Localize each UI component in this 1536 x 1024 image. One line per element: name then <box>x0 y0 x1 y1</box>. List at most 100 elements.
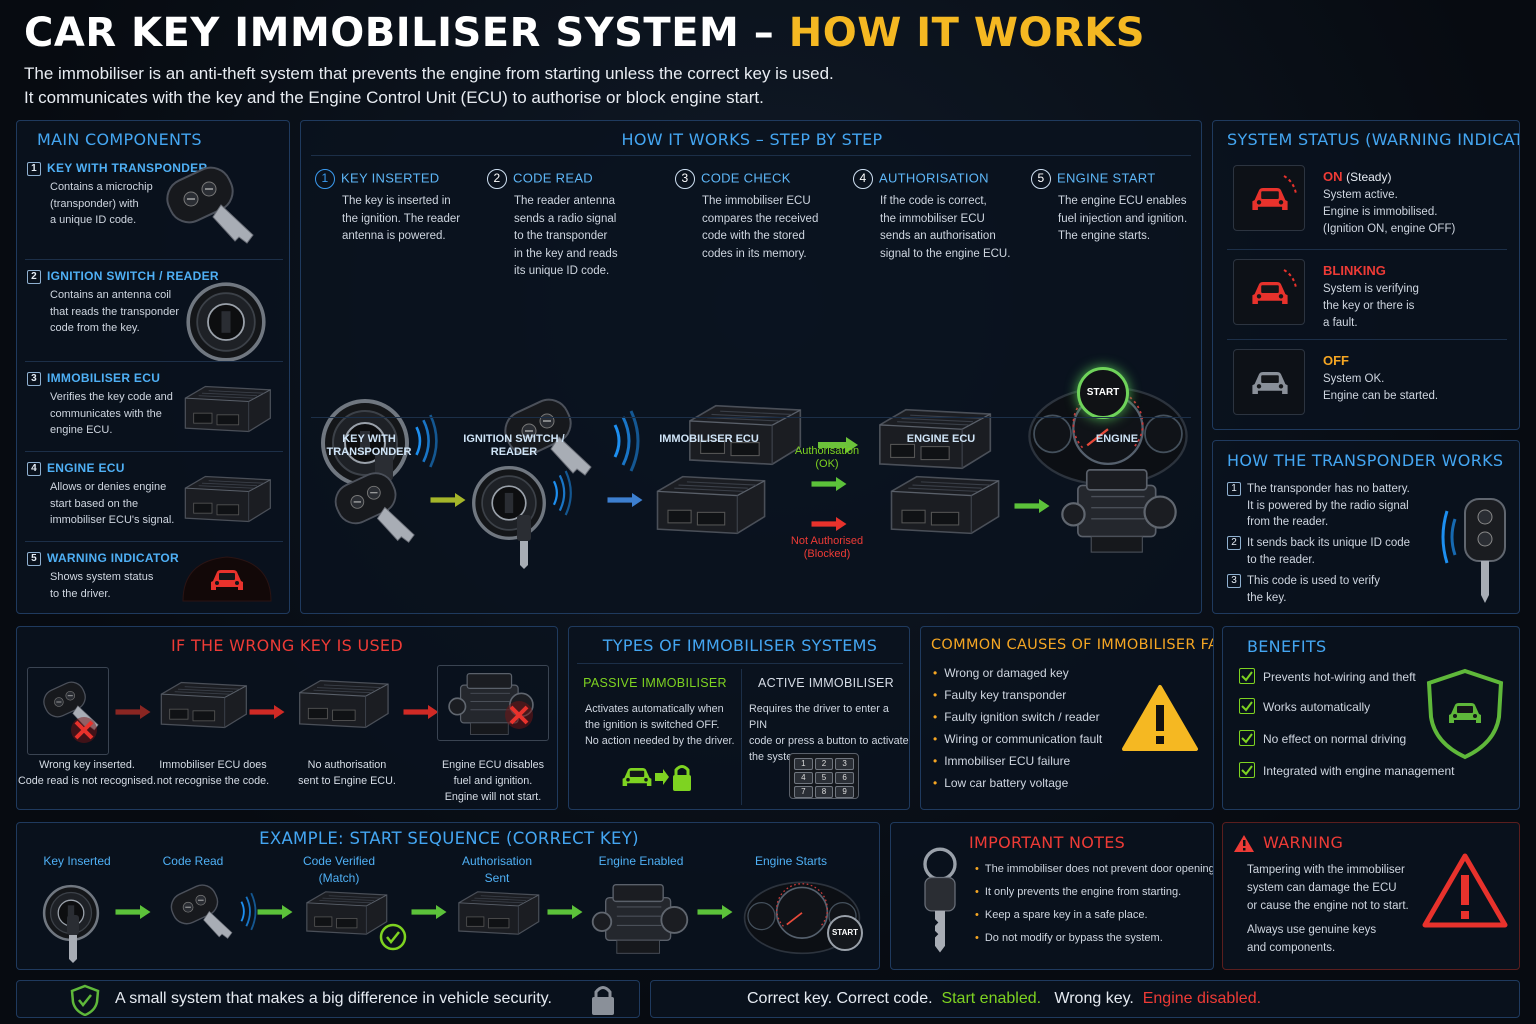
flow-arrow-3 <box>1014 499 1050 513</box>
keypad-key: 6 <box>835 772 854 784</box>
component-label: 1 KEY WITH TRANSPONDER <box>27 161 207 176</box>
types-heading: TYPES OF IMMOBILISER SYSTEMS <box>602 636 878 655</box>
seq-arrow-3 <box>411 905 447 919</box>
text-line: sends a radio signal <box>514 212 617 225</box>
text-line: Code Read <box>162 854 224 868</box>
text-line: System is verifying <box>1323 283 1419 295</box>
footer-tagline: A small system that makes a big differen… <box>115 990 552 1007</box>
text-line: the ignition is switched OFF. <box>585 719 720 731</box>
fault-item: •Wrong or damaged key <box>933 665 1069 682</box>
status-state-extra: (Steady) <box>1346 170 1392 184</box>
text-line: code with the stored <box>702 230 805 242</box>
text-line: Authorisation <box>461 854 533 868</box>
text-line: the key. <box>1247 591 1287 604</box>
fault-text: Low car battery voltage <box>944 776 1069 790</box>
active-immobiliser-label: ACTIVE IMMOBILISER <box>758 676 894 690</box>
seq-arrow-1 <box>115 905 151 919</box>
text-line: (Match) <box>318 871 360 885</box>
key-transponder-icon <box>137 165 277 255</box>
sequence-step-label: Code Verified (Match) <box>269 853 409 887</box>
text-line: a unique ID code. <box>50 214 137 226</box>
text-line: a fault. <box>1323 317 1358 329</box>
note-text: Keep a spare key in a safe place. <box>984 909 1148 921</box>
text-line: No authorisation <box>307 759 387 771</box>
start-sequence-heading: EXAMPLE: START SEQUENCE (CORRECT KEY) <box>259 829 639 848</box>
note-bullet: • <box>975 886 979 898</box>
component-title: KEY WITH TRANSPONDER <box>47 161 208 175</box>
fault-item: •Low car battery voltage <box>933 775 1068 792</box>
flow-key-label: KEY WITH <box>342 433 396 445</box>
text-line: Contains a microchip <box>50 181 153 193</box>
status-state: ON (Steady) <box>1323 169 1391 184</box>
keypad-key: 5 <box>814 772 834 784</box>
note-bullet: • <box>975 932 979 944</box>
seq-start-button[interactable]: START <box>827 915 863 951</box>
transponder-step-number: 3 <box>1227 574 1241 588</box>
text-line: Engine can be started. <box>1323 390 1439 402</box>
flow-arrow-2 <box>607 493 643 507</box>
text-line: Wrong key inserted. <box>39 759 135 771</box>
keypad-key: 7 <box>794 786 813 798</box>
benefit-text: Works automatically <box>1263 700 1371 714</box>
keypad-key: 4 <box>794 772 813 784</box>
text-line: Engine is immobilised. <box>1323 206 1438 218</box>
main-components-heading: MAIN COMPONENTS <box>37 130 202 149</box>
component-title: ENGINE ECU <box>47 461 125 475</box>
text-line: signal to the engine ECU. <box>880 247 1011 260</box>
fault-bullet: • <box>933 732 938 746</box>
wrong-arrow-3 <box>403 705 439 719</box>
text-line: in the key and reads <box>514 247 618 260</box>
seq-arrow-4 <box>547 905 583 919</box>
text-line: from the reader. <box>1247 516 1329 528</box>
text-line: fuel injection and ignition. <box>1058 212 1188 225</box>
ok-arrow <box>811 477 847 491</box>
text-line: its unique ID code. <box>514 265 610 277</box>
benefits-heading: BENEFITS <box>1247 637 1327 656</box>
benefit-text: Prevents hot-wiring and theft <box>1263 670 1416 684</box>
authorisation-ok-label-2: (OK) <box>815 458 839 470</box>
sequence-step-label: Key Inserted <box>17 853 147 870</box>
status-state: BLINKING <box>1323 263 1386 278</box>
fault-text: Wrong or damaged key <box>944 666 1069 680</box>
transponder-step-number: 2 <box>1227 536 1241 550</box>
flow-engine-icon <box>1061 468 1177 554</box>
page-title: CAR KEY IMMOBILISER SYSTEM – HOW IT WORK… <box>24 10 1146 56</box>
step-number: 5 <box>1031 169 1051 189</box>
flow-ignition-icon <box>472 466 573 569</box>
start-sequence-panel: EXAMPLE: START SEQUENCE (CORRECT KEY) ST… <box>16 822 880 970</box>
text-line: Code Verified <box>302 854 376 868</box>
component-number: 4 <box>27 461 41 476</box>
text-line: Engine ECU disables <box>441 759 545 771</box>
fault-item: •Immobiliser ECU failure <box>933 753 1070 770</box>
transponder-heading: HOW THE TRANSPONDER WORKS <box>1227 451 1504 470</box>
component-number: 1 <box>27 161 41 176</box>
wrong-key-x-icon <box>71 717 97 743</box>
benefit-check-icon <box>1239 730 1255 746</box>
note-text: It only prevents the engine from startin… <box>984 886 1182 898</box>
start-button[interactable]: START <box>1077 367 1129 419</box>
footer-right: Correct key. Correct code. Start enabled… <box>650 980 1520 1018</box>
flow-immo-ecu-icon <box>656 475 766 535</box>
text-line: Activates automatically when <box>585 703 724 715</box>
step-title: CODE CHECK <box>701 170 791 186</box>
text-line: (transponder) with <box>50 197 139 210</box>
main-components-panel: MAIN COMPONENTS 1 KEY WITH TRANSPONDER Con… <box>16 120 290 614</box>
wrong-arrow-1 <box>115 705 151 719</box>
status-description: System active.Engine is immobilised.(Ign… <box>1323 187 1455 238</box>
notes-panel: IMPORTANT NOTES •The immobiliser does no… <box>890 822 1214 970</box>
text-line: not recognise the code. <box>156 775 270 787</box>
engine-ecu-icon <box>177 469 277 533</box>
text-line: sent to Engine ECU. <box>298 775 396 787</box>
benefit-text: Integrated with engine management <box>1263 764 1455 778</box>
